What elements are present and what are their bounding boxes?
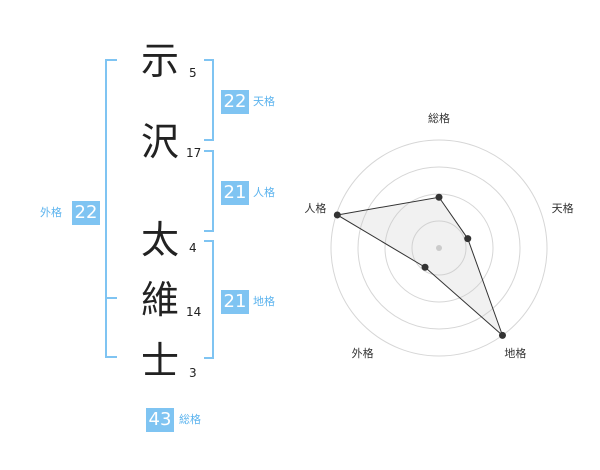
gaikaku-label: 外格 <box>40 206 62 219</box>
name-char-4: 維 <box>140 278 179 322</box>
name-char-3: 太 <box>140 218 179 262</box>
gaikaku-bracket-tick <box>105 297 117 299</box>
jinkaku-value-badge: 21 <box>221 181 249 205</box>
tenkaku-bracket <box>204 59 214 141</box>
stroke-count-5: 3 <box>189 366 197 380</box>
radar-ring <box>357 166 521 330</box>
radar-axis-label: 人格 <box>304 201 326 215</box>
soukaku-value-badge: 43 <box>146 408 174 432</box>
radar-point <box>464 235 472 243</box>
stroke-count-3: 4 <box>189 241 197 255</box>
stroke-count-1: 5 <box>189 66 197 80</box>
radar-axis-label: 地格 <box>504 346 526 360</box>
soukaku-label: 総格 <box>179 413 201 426</box>
name-char-2: 沢 <box>140 120 179 164</box>
radar-point <box>421 263 429 271</box>
name-char-1: 示 <box>140 39 179 83</box>
chikaku-label: 地格 <box>253 295 275 308</box>
radar-ring <box>411 220 467 276</box>
radar-area <box>335 196 503 336</box>
radar-ring <box>330 139 548 357</box>
radar-point <box>435 193 443 201</box>
tenkaku-label: 天格 <box>253 95 275 108</box>
stroke-count-4: 14 <box>186 305 202 319</box>
stroke-count-2: 17 <box>186 146 202 160</box>
jinkaku-bracket <box>204 150 214 232</box>
tenkaku-value-badge: 22 <box>221 90 249 114</box>
radar-axis-label: 外格 <box>352 346 374 360</box>
radar-center <box>436 245 442 251</box>
chikaku-value-badge: 21 <box>221 290 249 314</box>
gaikaku-value-badge: 22 <box>72 201 100 225</box>
radar-point <box>333 211 341 219</box>
jinkaku-label: 人格 <box>253 186 275 199</box>
name-char-5: 士 <box>140 339 179 383</box>
radar-axis-label: 天格 <box>552 201 574 215</box>
gaikaku-bracket <box>105 59 117 358</box>
chikaku-bracket <box>204 240 214 359</box>
radar-point <box>498 331 506 339</box>
radar-axis-label: 総格 <box>428 111 450 125</box>
